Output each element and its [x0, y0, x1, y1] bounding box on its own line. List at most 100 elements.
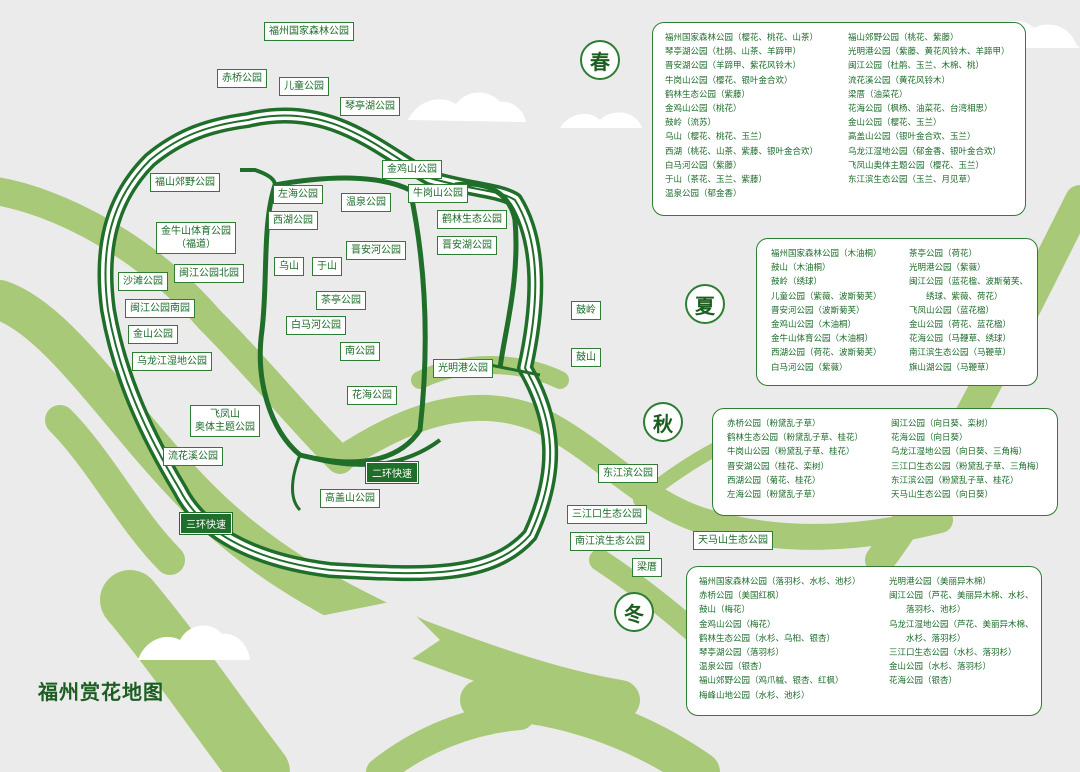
- park-label-jinniushan: 金牛山体育公园 （福道）: [156, 222, 236, 254]
- park-label-jinanhe: 晋安河公园: [346, 241, 406, 260]
- park-label-niugangshan: 牛岗山公园: [408, 184, 468, 203]
- inner-ring-highway-label: 二环快速: [365, 461, 419, 484]
- bubble-entry: 西湖公园（菊花、桂花）: [727, 475, 821, 486]
- bubble-entry: 儿童公园（紫薇、波斯菊芙）: [771, 291, 882, 302]
- bubble-entry: 花海公园（银杏）: [889, 676, 958, 687]
- bubble-entry: 乌龙江湿地公园（向日葵、三角梅）: [891, 447, 1028, 458]
- bubble-entry: 琴亭湖公园（杜鹃、山茶、羊蹄甲）: [665, 47, 802, 58]
- bubble-entry: 天马山生态公园（向日葵）: [891, 490, 994, 501]
- park-label-helin: 鹤林生态公园: [437, 210, 507, 229]
- bubble-entry: 福山郊野公园（桃花、紫藤）: [848, 33, 959, 43]
- bubble-entry: 三江口生态公园（水杉、落羽杉）: [889, 648, 1017, 659]
- park-label-jinshan: 金山公园: [128, 325, 178, 344]
- bubble-entry: 福山郊野公园（鸡爪槭、银杏、红枫）: [699, 676, 844, 687]
- bubble-entry: 绣球、紫薇、荷花）: [909, 291, 1003, 302]
- park-label-wushan: 乌山: [274, 257, 304, 276]
- bubble-entry: 赤桥公园（美国红枫）: [699, 591, 785, 602]
- bubble-entry: 牛岗山公园（粉黛乱子草、桂花）: [727, 447, 855, 458]
- bubble-entry: 旗山湖公园（马鞭草）: [909, 362, 995, 373]
- park-label-sanjiangkou: 三江口生态公园: [567, 505, 647, 524]
- outer-ring-highway-label: 三环快速: [179, 512, 233, 535]
- park-label-nan: 南公园: [340, 342, 380, 361]
- spring-badge: 春: [580, 40, 620, 80]
- park-label-huahai: 花海公园: [347, 386, 397, 405]
- park-label-xihu: 西湖公园: [268, 211, 318, 230]
- winter-col2: 光明港公园（美丽异木棉）闽江公园（芦花、美丽异木棉、水杉、 落羽杉、池杉）乌龙江…: [889, 575, 1034, 689]
- autumn-col2: 闽江公园（向日葵、栾树）花海公园（向日葵）乌龙江湿地公园（向日葵、三角梅）三江口…: [891, 417, 1044, 502]
- summer-col2: 茶亭公园（荷花）光明港公园（紫薇）闽江公园（蓝花楹、波斯菊芙、 绣球、紫薇、荷花…: [909, 247, 1028, 375]
- park-label-yushan: 于山: [312, 257, 342, 276]
- bubble-entry: 花海公园（马鞭草、绣球）: [909, 334, 1012, 345]
- bubble-entry: 赤桥公园（粉黛乱子草）: [727, 419, 821, 429]
- park-label-baimahe: 白马河公园: [286, 316, 346, 335]
- spring-col1: 福州国家森林公园（樱花、桃花、山茶）琴亭湖公园（杜鹃、山茶、羊蹄甲）晋安湖公园（…: [665, 31, 818, 201]
- bubble-entry: 金山公园（樱花、玉兰）: [848, 118, 942, 129]
- bubble-entry: 光明港公园（紫藤、黄花风铃木、羊蹄甲）: [848, 47, 1010, 58]
- bubble-entry: 白马河公园（紫藤）: [665, 160, 742, 171]
- bubble-entry: 飞凤山奥体主题公园（樱花、玉兰）: [848, 160, 985, 171]
- bubble-entry: 梅峰山地公园（水杉、池杉）: [699, 690, 810, 701]
- bubble-entry: 南江滨生态公园（马鞭草）: [909, 348, 1012, 359]
- autumn-col1: 赤桥公园（粉黛乱子草） 鹤林生态公园（粉黛乱子草、桂花） 牛岗山公园（粉黛乱子草、桂…: [727, 417, 863, 502]
- bubble-entry: 花海公园（枫杨、油菜花、台湾相思）: [848, 104, 993, 115]
- bubble-entry: 鼓岭（绣球）: [771, 277, 823, 288]
- park-label-wulongjiang: 乌龙江湿地公园: [132, 352, 212, 371]
- park-label-qintinghu: 琴亭湖公园: [340, 97, 400, 116]
- bubble-entry: 鼓山（木油桐）: [771, 263, 831, 274]
- bubble-entry: 乌龙江湿地公园（芦花、美丽异木棉、: [889, 619, 1034, 630]
- park-label-dongjiangbin: 东江滨公园: [598, 464, 658, 483]
- bubble-entry: 福州国家森林公园（落羽杉、水杉、池杉）: [699, 577, 861, 587]
- autumn-bubble: 赤桥公园（粉黛乱子草） 鹤林生态公园（粉黛乱子草、桂花） 牛岗山公园（粉黛乱子草、桂…: [712, 408, 1058, 516]
- bubble-entry: 乌龙江湿地公园（郁金香、银叶金合欢）: [848, 146, 1002, 157]
- park-label-national-forest: 福州国家森林公园: [264, 22, 354, 41]
- summer-badge: 夏: [685, 284, 725, 324]
- park-label-gaogaishan: 高盖山公园: [320, 489, 380, 508]
- winter-badge: 冬: [614, 592, 654, 632]
- bubble-entry: 闽江公园（向日葵、栾树）: [891, 419, 994, 429]
- bubble-entry: 西湖公园（荷花、波斯菊芙）: [771, 348, 882, 359]
- summer-bubble: 福州国家森林公园（木油桐）鼓山（木油桐）鼓岭（绣球）儿童公园（紫薇、波斯菊芙）晋…: [756, 238, 1038, 386]
- park-label-liuhuaxi: 流花溪公园: [163, 447, 223, 466]
- bubble-entry: 鹤林生态公园（粉黛乱子草、桂花）: [727, 433, 864, 444]
- bubble-entry: 西湖（桃花、山茶、紫藤、银叶金合欢）: [665, 146, 819, 157]
- bubble-entry: 福州国家森林公园（樱花、桃花、山茶）: [665, 33, 819, 43]
- winter-bubble: 福州国家森林公园（落羽杉、水杉、池杉） 赤桥公园（美国红枫） 鼓山（梅花） 金鸡山公园…: [686, 566, 1042, 716]
- park-label-tianmashan: 天马山生态公园: [693, 531, 773, 550]
- bubble-entry: 东江滨生态公园（玉兰、月见草）: [848, 175, 976, 186]
- bubble-entry: 金山公园（水杉、落羽杉）: [889, 662, 992, 673]
- bubble-entry: 牛岗山公园（樱花、银叶金合欢）: [665, 75, 793, 86]
- bubble-entry: 琴亭湖公园（落羽杉）: [699, 648, 785, 659]
- winter-col1: 福州国家森林公园（落羽杉、水杉、池杉） 赤桥公园（美国红枫） 鼓山（梅花） 金鸡山公园…: [699, 575, 861, 703]
- park-label-gushan: 鼓山: [571, 348, 601, 367]
- bubble-entry: 闽江公园（蓝花楹、波斯菊芙、: [909, 277, 1029, 288]
- spring-bubble: 福州国家森林公园（樱花、桃花、山茶）琴亭湖公园（杜鹃、山茶、羊蹄甲）晋安湖公园（…: [652, 22, 1026, 216]
- bubble-entry: 闽江公园（杜鹃、玉兰、木棉、桃）: [848, 61, 985, 72]
- bubble-entry: 金鸡山公园（木油桐）: [771, 320, 857, 331]
- bubble-entry: 乌山（樱花、桃花、玉兰）: [665, 132, 768, 143]
- park-label-liangcuo: 梁厝: [632, 558, 662, 577]
- bubble-entry: 鼓山（梅花）: [699, 605, 751, 616]
- bubble-entry: 金牛山体育公园（木油桐）: [771, 334, 874, 345]
- park-label-zuohai: 左海公园: [273, 185, 323, 204]
- bubble-entry: 晋安河公园（波斯菊芙）: [771, 305, 865, 316]
- bubble-entry: 鹤林生态公园（水杉、乌桕、银杏）: [699, 633, 836, 644]
- bubble-entry: 金山公园（荷花、蓝花楹）: [909, 320, 1012, 331]
- autumn-badge: 秋: [643, 402, 683, 442]
- bubble-entry: 金鸡山公园（梅花）: [699, 619, 776, 630]
- park-label-nanjiangbin: 南江滨生态公园: [570, 532, 650, 551]
- bubble-entry: 光明港公园（美丽异木棉）: [889, 577, 992, 587]
- bubble-entry: 温泉公园（郁金香）: [665, 189, 742, 200]
- park-label-jinan: 晋安湖公园: [437, 236, 497, 255]
- park-label-wenquan: 温泉公园: [341, 193, 391, 212]
- bubble-entry: 高盖山公园（银叶金合欢、玉兰）: [848, 132, 976, 143]
- bubble-entry: 三江口生态公园（粉黛乱子草、三角梅）: [891, 461, 1045, 472]
- park-label-ertong: 儿童公园: [279, 77, 329, 96]
- spring-col2: 福山郊野公园（桃花、紫藤） 光明港公园（紫藤、黄花风铃木、羊蹄甲） 闽江公园（杜鹃、…: [848, 31, 1010, 187]
- park-label-minjiang-south: 闽江公园南园: [125, 299, 195, 318]
- bubble-entry: 闽江公园（芦花、美丽异木棉、水杉、: [889, 591, 1034, 602]
- bubble-entry: 鹤林生态公园（紫藤）: [665, 89, 751, 100]
- park-label-jinjishan: 金鸡山公园: [382, 160, 442, 179]
- park-label-chiqiao: 赤桥公园: [217, 69, 267, 88]
- bubble-entry: 晋安湖公园（桂花、栾树）: [727, 461, 830, 472]
- bubble-entry: 光明港公园（紫薇）: [909, 263, 986, 274]
